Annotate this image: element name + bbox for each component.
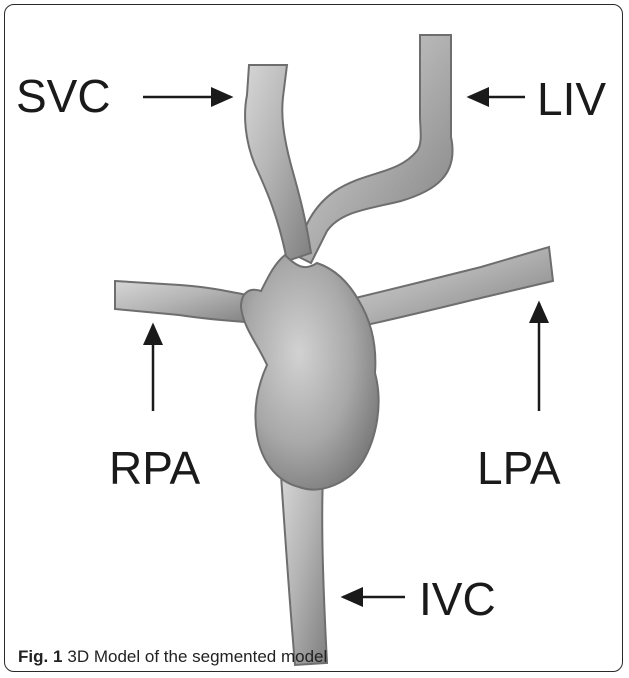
rpa-vessel — [115, 281, 259, 323]
lpa-label: LPA — [477, 442, 561, 494]
ivc-label: IVC — [419, 573, 496, 625]
figure-frame: SVC LIV RPA LPA IVC Fig. 1 3D Model of th… — [4, 4, 623, 672]
caption-text: 3D Model of the segmented model — [67, 647, 327, 666]
figure-label: Fig. 1 — [18, 647, 62, 666]
vessel-model-diagram: SVC LIV RPA LPA IVC — [5, 5, 623, 672]
figure-caption: Fig. 1 3D Model of the segmented model — [18, 647, 327, 667]
vessel-model — [115, 35, 553, 665]
liv-label: LIV — [537, 73, 606, 125]
central-chamber — [241, 255, 379, 489]
svc-vessel — [245, 65, 311, 261]
ivc-vessel — [281, 475, 327, 665]
svc-label: SVC — [16, 70, 111, 122]
rpa-label: RPA — [109, 442, 200, 494]
liv-vessel — [295, 35, 453, 263]
lpa-vessel — [343, 247, 553, 327]
